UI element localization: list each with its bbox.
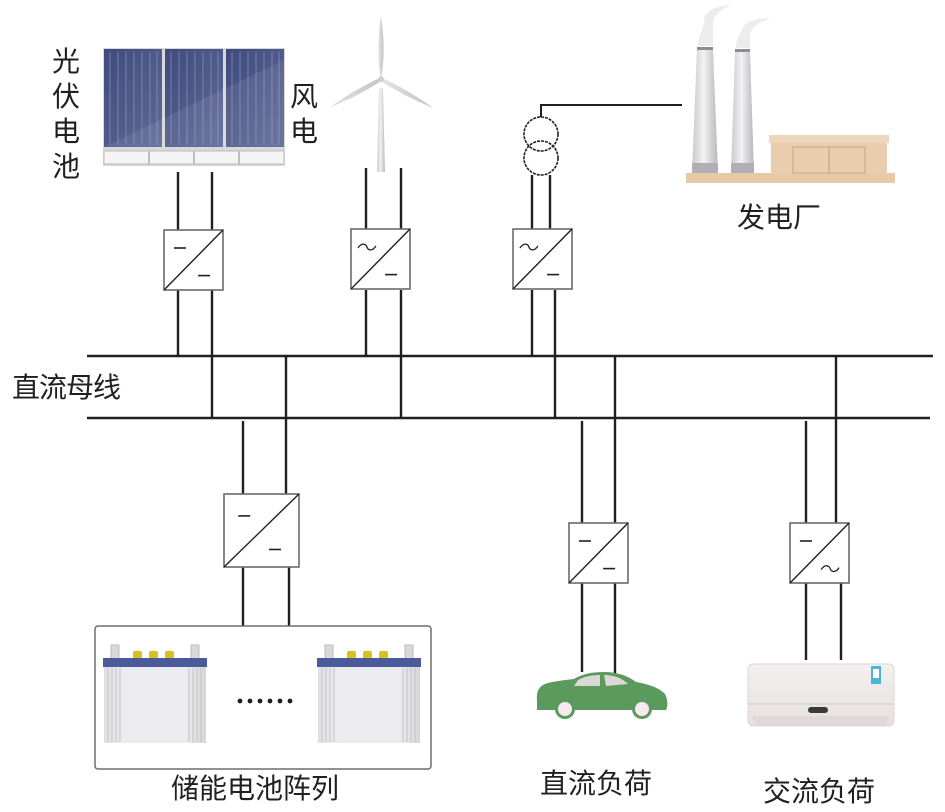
input-ac-symbol (357, 243, 377, 251)
grid-converter-icon (512, 228, 573, 290)
ac-load-converter-icon (789, 522, 850, 584)
power-plant-label: 发电厂 (737, 201, 822, 234)
ellipsis-dots (237, 698, 293, 704)
dc-bus-label: 直流母线 (12, 371, 121, 404)
wiring (87, 168, 933, 676)
storage-converter-icon (223, 493, 300, 568)
pv-panel-icon (103, 48, 285, 166)
wind-turbine-icon (329, 16, 433, 172)
ac-load-label: 交流负荷 (763, 775, 876, 808)
input-ac-symbol (519, 243, 539, 251)
battery-icon (103, 644, 207, 743)
wind-converter-icon (350, 228, 411, 290)
power-plant-icon (686, 5, 895, 183)
pv-label: 光伏电池 (51, 45, 80, 183)
grid-feeder-line (540, 104, 682, 117)
air-conditioner-icon (747, 663, 895, 727)
storage-array-label: 储能电池阵列 (171, 772, 340, 805)
pv-converter-icon (163, 229, 224, 291)
electric-car-icon (536, 672, 668, 719)
output-ac-symbol (820, 565, 840, 573)
wind-label: 风电 (289, 80, 318, 148)
dc-load-converter-icon (568, 522, 629, 584)
transformer-icon (523, 116, 559, 176)
battery-icon (317, 644, 421, 743)
dc-load-label: 直流负荷 (540, 767, 653, 800)
